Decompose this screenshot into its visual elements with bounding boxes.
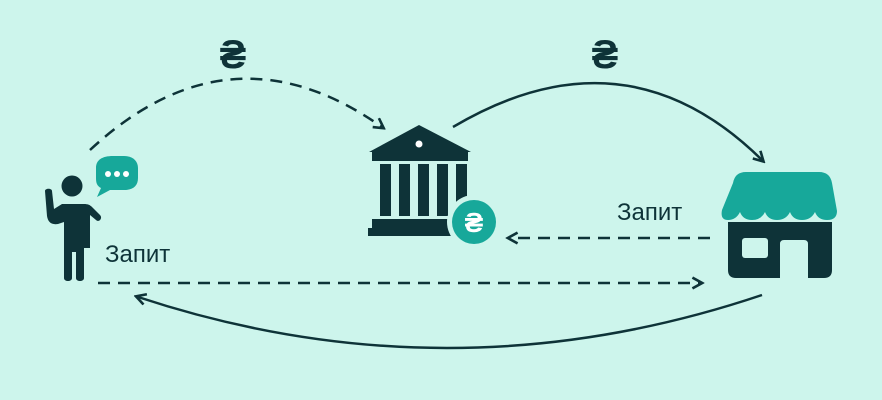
- request-label-shop: Запит: [617, 199, 682, 226]
- arrow-shop-to-customer: [138, 295, 763, 350]
- hryvnia-badge-icon: ₴: [447, 195, 501, 249]
- arrow-customer-to-bank: [89, 77, 382, 151]
- person-with-speech-bubble-icon: [45, 156, 138, 281]
- request-label-customer: Запит: [105, 241, 170, 268]
- shop-storefront-icon: [721, 172, 837, 278]
- shop-body: [728, 222, 832, 278]
- arrow-bank-to-shop: [452, 81, 762, 160]
- currency-label-right: ₴: [592, 33, 619, 77]
- person-icon: [45, 175, 102, 281]
- shop-awning: [721, 172, 837, 220]
- currency-label-left: ₴: [220, 33, 247, 77]
- bank-icon: [368, 125, 471, 236]
- bank-badge-label: ₴: [465, 207, 484, 238]
- speech-bubble-icon: [96, 156, 138, 197]
